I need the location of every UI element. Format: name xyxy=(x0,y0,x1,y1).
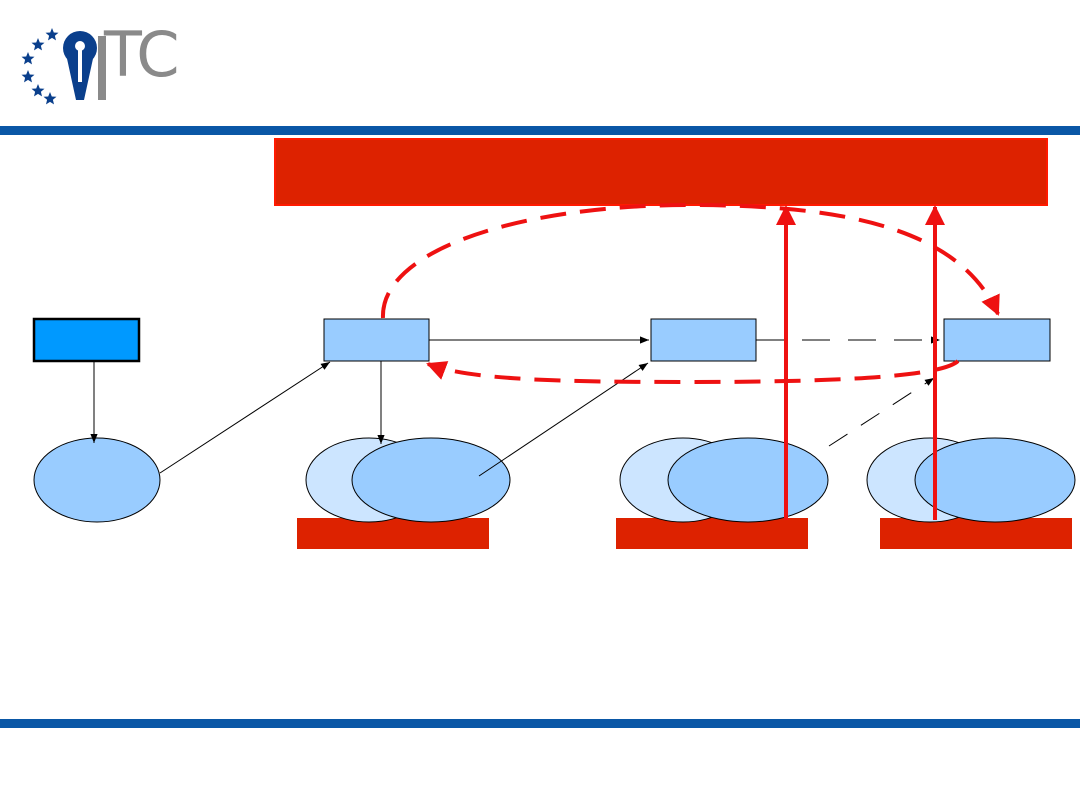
edge-arrow-dashed xyxy=(828,377,935,447)
platform-bar xyxy=(616,518,808,549)
box-root xyxy=(32,317,141,363)
logo-text: TC xyxy=(104,18,180,91)
ellipse-node xyxy=(667,437,829,523)
loop-arc-upper xyxy=(380,202,1000,319)
box-node xyxy=(650,318,757,362)
keyhole-icon xyxy=(63,31,106,100)
header-rule xyxy=(0,126,1080,135)
platform-bar xyxy=(880,518,1072,549)
banner xyxy=(274,138,1048,206)
footer-rule xyxy=(0,719,1080,728)
star-icon xyxy=(21,28,59,105)
edge-arrow xyxy=(159,361,331,474)
ellipse-node xyxy=(351,437,511,523)
ellipse-node xyxy=(33,437,161,523)
loop-arc-lower xyxy=(426,359,960,385)
box-node xyxy=(323,318,430,362)
logo xyxy=(21,28,106,105)
box-node xyxy=(943,318,1051,362)
platform-bar xyxy=(297,518,489,549)
ellipse-node xyxy=(914,437,1076,523)
